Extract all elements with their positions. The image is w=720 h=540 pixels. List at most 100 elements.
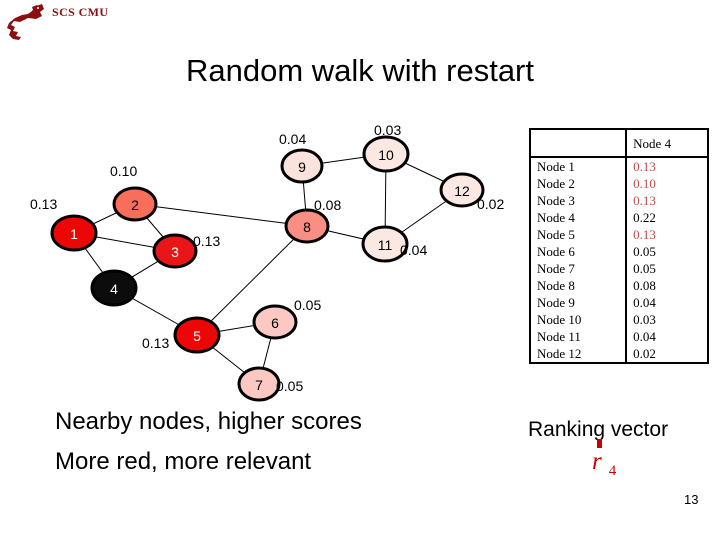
node-id-label: 9 xyxy=(298,159,306,175)
node-id-label: 6 xyxy=(271,315,279,331)
node-circle xyxy=(50,214,98,252)
table-cell-score: 0.05 xyxy=(625,243,709,260)
page-title: Random walk with restart xyxy=(185,53,534,88)
table-cell-node-name: Node 2 xyxy=(528,175,627,192)
node-circle xyxy=(284,208,330,244)
node-circle xyxy=(90,269,138,307)
node-id-label: 11 xyxy=(378,237,393,253)
table-cell-score: 0.08 xyxy=(625,277,709,294)
node-score-label: 0.10 xyxy=(110,163,137,179)
node-circle xyxy=(361,225,409,263)
graph-node-3[interactable]: 3 xyxy=(152,233,198,269)
cmu-scottie-dog-icon xyxy=(7,4,44,40)
node-score-label: 0.08 xyxy=(314,197,341,213)
table-header-blank xyxy=(528,128,627,158)
graph-node-5[interactable]: 5 xyxy=(173,316,221,354)
node-circle xyxy=(439,172,485,208)
org-label: SCS CMU xyxy=(52,5,109,19)
table-cell-node-name: Node 9 xyxy=(528,294,627,311)
node-id-label: 5 xyxy=(193,328,201,344)
node-score-label: 0.04 xyxy=(400,242,427,258)
node-circle xyxy=(362,135,410,173)
node-id-label: 12 xyxy=(454,183,470,199)
graph-node-12[interactable]: 12 xyxy=(439,172,485,208)
node-circle xyxy=(280,148,324,184)
node-id-label: 1 xyxy=(70,226,78,242)
vector-r-glyph: r xyxy=(592,448,602,475)
table-cell-score: 0.13 xyxy=(625,192,709,209)
table-cell-node-name: Node 3 xyxy=(528,192,627,209)
caption-more-red: More red, more relevant xyxy=(55,448,312,475)
graph-score-layer: 0.130.100.130.130.050.050.080.040.030.04… xyxy=(30,122,504,394)
graph-node-11[interactable]: 11 xyxy=(361,225,409,263)
graph-node-8[interactable]: 8 xyxy=(284,208,330,244)
node-score-label: 0.13 xyxy=(193,233,220,249)
table-cell-node-name: Node 6 xyxy=(528,243,627,260)
node-circle xyxy=(173,316,221,354)
table-cell-score: 0.10 xyxy=(625,175,709,192)
node-id-label: 2 xyxy=(131,197,139,213)
table-cell-node-name: Node 10 xyxy=(528,311,627,328)
graph-node-10[interactable]: 10 xyxy=(362,135,410,173)
node-id-label: 8 xyxy=(303,219,311,235)
table-cell-node-name: Node 1 xyxy=(528,157,627,175)
graph-node-7[interactable]: 7 xyxy=(237,366,281,402)
vector-arrow-icon xyxy=(597,439,602,448)
node-id-label: 3 xyxy=(171,244,179,260)
node-circle xyxy=(112,186,158,222)
graph-node-4[interactable]: 4 xyxy=(90,269,138,307)
table-cell-score: 0.05 xyxy=(625,260,709,277)
table-cell-node-name: Node 4 xyxy=(528,209,627,226)
slide-header: SCS CMU xyxy=(0,0,720,44)
table-cell-node-name: Node 5 xyxy=(528,226,627,243)
node-circle xyxy=(237,366,281,402)
node-id-label: 7 xyxy=(255,377,263,393)
graph-edge xyxy=(196,225,308,336)
caption-nearby-nodes: Nearby nodes, higher scores xyxy=(55,408,362,435)
table-cell-node-name: Node 7 xyxy=(528,260,627,277)
table-cell-score: 0.03 xyxy=(625,311,709,328)
page-number: 13 xyxy=(684,492,699,507)
node-id-label: 10 xyxy=(378,147,394,163)
table-header-node4: Node 4 xyxy=(625,128,709,158)
table-cell-node-name: Node 8 xyxy=(528,277,627,294)
node-score-label: 0.02 xyxy=(477,196,504,212)
node-id-label: 4 xyxy=(110,281,118,297)
table-cell-node-name: Node 11 xyxy=(528,328,627,345)
table-cell-score: 0.22 xyxy=(625,209,709,226)
graph-edge xyxy=(134,203,308,227)
table-cell-score: 0.02 xyxy=(625,345,709,364)
graph-node-9[interactable]: 9 xyxy=(280,148,324,184)
graph-node-1[interactable]: 1 xyxy=(50,214,98,252)
node-score-label: 0.13 xyxy=(142,335,169,351)
table-cell-score: 0.04 xyxy=(625,328,709,345)
node-score-label: 0.04 xyxy=(279,131,306,147)
graph-node-6[interactable]: 6 xyxy=(252,304,298,340)
table-header-row: Node 4 xyxy=(528,128,709,158)
ranking-vector-label: Ranking vector xyxy=(528,418,669,441)
ranking-vector-symbol: r 4 xyxy=(592,439,616,479)
node-score-label: 0.05 xyxy=(276,378,303,394)
node-score-label: 0.13 xyxy=(30,196,57,212)
graph-node-2[interactable]: 2 xyxy=(112,186,158,222)
vector-subscript: 4 xyxy=(608,463,617,479)
table-cell-score: 0.04 xyxy=(625,294,709,311)
table-cell-node-name: Node 12 xyxy=(528,345,627,364)
table-cell-score: 0.13 xyxy=(625,226,709,243)
node-circle xyxy=(152,233,198,269)
